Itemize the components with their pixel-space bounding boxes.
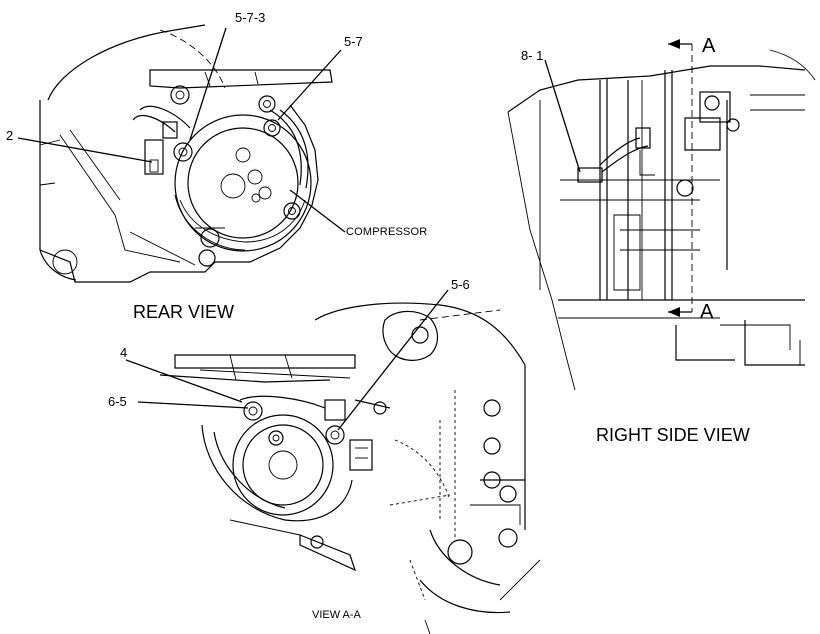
callout-5-7-3: 5-7-3	[235, 10, 265, 25]
right-side-view-drawing	[507, 39, 816, 391]
leader-compressor	[289, 189, 346, 233]
view-aa-title: VIEW A-A	[312, 609, 362, 621]
callout-8-1: 8- 1	[521, 48, 543, 63]
rear-view-title: REAR VIEW	[133, 302, 234, 322]
callout-5-7: 5-7	[344, 34, 363, 49]
leader-lines	[17, 27, 581, 431]
section-mark-a-bottom: A	[700, 301, 714, 323]
leader-5-7	[277, 49, 342, 121]
labels: 5-7-3 5-7 2 COMPRESSOR REAR VIEW 8- 1 A …	[6, 10, 750, 621]
callout-5-6: 5-6	[451, 277, 470, 292]
section-mark-a-top: A	[702, 35, 716, 57]
view-aa-drawing	[159, 302, 541, 634]
callout-6-5: 6-5	[108, 394, 127, 409]
leader-8-1	[544, 59, 581, 173]
leader-5-7-3	[189, 27, 227, 141]
leader-2	[17, 137, 153, 163]
rear-view-drawing	[39, 24, 333, 283]
right-side-view-title: RIGHT SIDE VIEW	[596, 425, 750, 445]
callout-compressor: COMPRESSOR	[346, 226, 427, 238]
leader-4	[125, 359, 243, 403]
leader-5-6	[337, 289, 449, 431]
callout-2: 2	[6, 128, 13, 143]
callout-4: 4	[120, 345, 127, 360]
leader-6-5	[137, 401, 249, 409]
